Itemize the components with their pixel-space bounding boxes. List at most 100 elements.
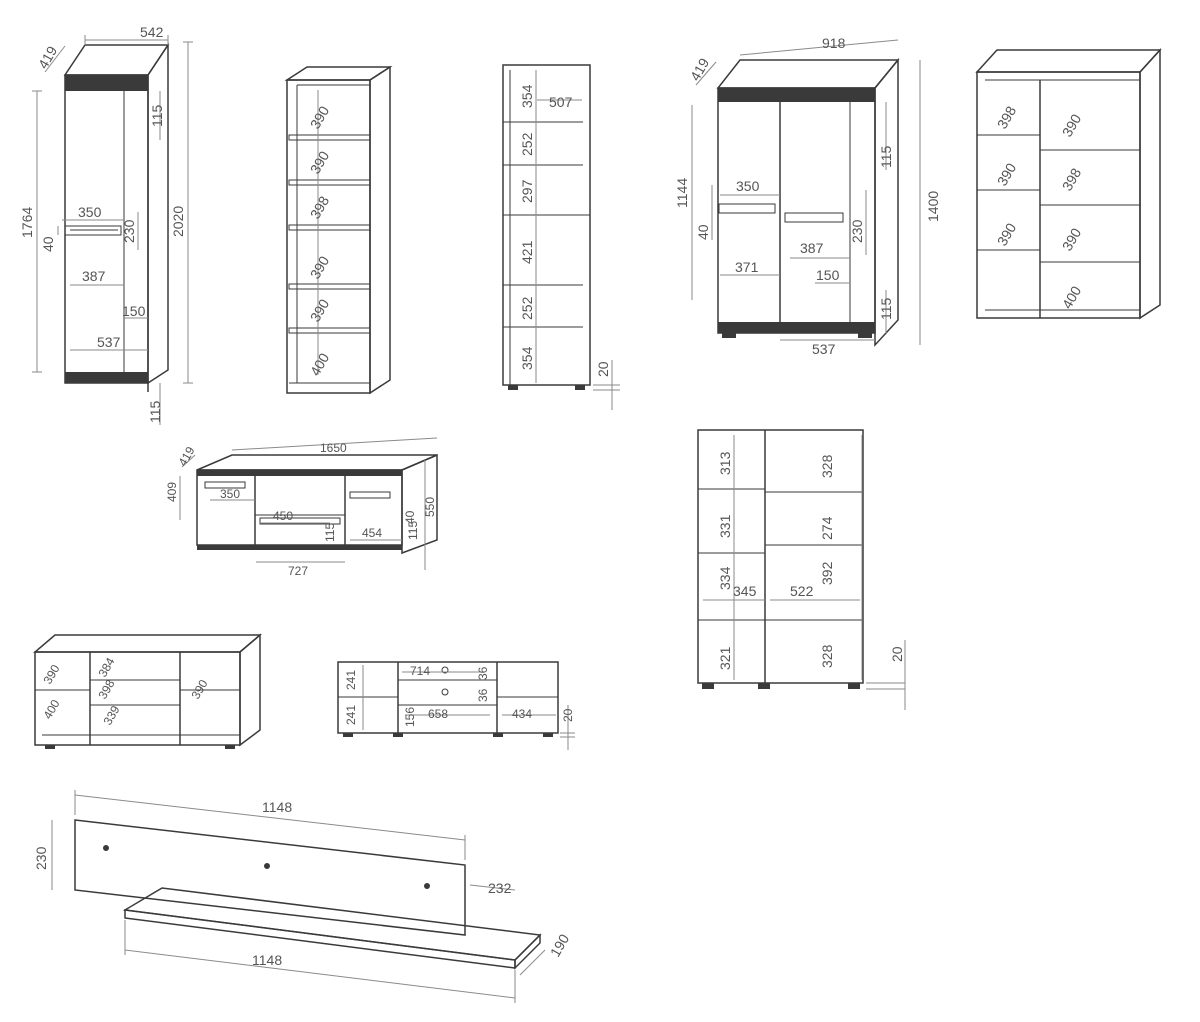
tall-cabinet-handle [64, 225, 122, 236]
dresser-right-1: 328 [819, 454, 835, 478]
dresser-left-width-label: 345 [733, 583, 757, 599]
shelf-4 [288, 283, 371, 290]
wall-panel-offset-label: 232 [488, 880, 512, 896]
tall-cabinet-door-height-label: 1764 [19, 207, 35, 238]
tall-cabinet-handle-height-label: 40 [40, 236, 56, 252]
tall-cabinet-top-gap-label: 115 [149, 104, 165, 127]
tv-front-feet: 20 [561, 708, 575, 722]
shelf-unit-spacing-5: 390 [307, 296, 333, 324]
tall-cabinet-dimensions [32, 35, 193, 425]
highboard-base-height-label: 115 [878, 297, 894, 320]
tv-unit-height-label: 550 [423, 497, 437, 517]
highboard-height-label: 1400 [925, 191, 941, 222]
wall-panel-width-label: 1148 [262, 799, 292, 815]
narrow-cabinet-feet-label: 20 [595, 361, 611, 377]
tv-open-spacing-5: 339 [100, 703, 122, 728]
tall-cabinet-side [147, 42, 169, 385]
tv-unit-open [32, 633, 263, 749]
tv-unit-front-dimensions [362, 665, 575, 750]
highboard-door-width-label: 387 [800, 240, 824, 256]
dresser-left-4: 321 [717, 646, 733, 670]
dresser-open [697, 429, 864, 689]
tall-cabinet-side-gap-label: 150 [122, 303, 146, 319]
tv-front-top-width: 714 [410, 664, 430, 678]
narrow-cabinet-dimensions [535, 70, 620, 410]
tall-cabinet-handle-offset-label: 230 [121, 219, 137, 243]
tv-unit-front-height-label: 409 [165, 482, 179, 502]
tv-open-spacing-3: 384 [95, 655, 117, 680]
narrow-spacing-6: 354 [519, 346, 535, 370]
tv-front-inner-height: 156 [403, 707, 417, 727]
highboard-top [716, 59, 900, 89]
tv-unit-side-width-label: 454 [362, 526, 382, 540]
dresser-feet-label: 20 [889, 646, 905, 662]
tall-cabinet-base-band [65, 372, 148, 383]
shelf-unit-top [284, 66, 393, 81]
tv-unit-handle-length-label: 350 [220, 487, 240, 501]
highboard-open-side [1139, 48, 1161, 320]
tall-cabinet-inner-width-label: 537 [97, 334, 121, 350]
narrow-spacing-2: 252 [519, 132, 535, 156]
tv-unit-top [196, 454, 438, 471]
highboard-open-left-3: 390 [994, 220, 1020, 248]
wall-dimensions [51, 790, 546, 1003]
wall-panel-body [74, 819, 466, 936]
highboard-open-top [975, 49, 1162, 73]
wall-shelf [122, 887, 542, 970]
highboard [716, 57, 900, 347]
tv-front-height-2: 241 [344, 705, 358, 725]
narrow-spacing-3: 297 [519, 179, 535, 203]
tv-open-front [34, 651, 241, 746]
dresser-body [697, 429, 864, 684]
tv-open-spacing-6: 390 [188, 677, 210, 702]
dresser-right-2: 274 [819, 516, 835, 540]
highboard-open-left-1: 398 [994, 103, 1020, 131]
highboard-open-right-3: 390 [1059, 225, 1085, 253]
dresser-right-4: 328 [819, 644, 835, 668]
tv-open-spacing-4: 398 [95, 677, 117, 702]
shelf-unit-spacing-1: 390 [307, 103, 333, 131]
tall-shelf-unit [284, 65, 393, 395]
highboard-right-handle [784, 212, 844, 223]
tv-unit-handle-gap-label: 115 [323, 523, 337, 542]
highboard-open-right-2: 398 [1059, 165, 1085, 193]
tv-unit-width-label: 1650 [320, 441, 347, 455]
wall-panel-hole-2 [264, 863, 270, 869]
dresser-left-3: 334 [717, 566, 733, 590]
tv-open-top [32, 634, 263, 653]
tv-front-drawer-gap: 36 [476, 666, 490, 680]
highboard-top-band [718, 88, 875, 102]
highboard-dimensions [691, 39, 921, 345]
tv-unit-dimensions [179, 437, 438, 570]
tall-cabinet-height-label: 2020 [170, 206, 186, 237]
tall-cabinet-width-label: 542 [140, 24, 164, 40]
dresser-right-3: 392 [819, 561, 835, 585]
highboard-handle-length-label: 350 [736, 178, 760, 194]
wall-panel-hole-3 [424, 883, 430, 889]
tall-cabinet-door-width-label: 387 [82, 268, 106, 284]
tall-cabinet-handle-length-label: 350 [78, 204, 102, 220]
narrow-cabinet-foot-right [575, 385, 585, 390]
tv-unit-handle-height-label: 40 [403, 510, 417, 524]
wall-shelf-depth-label: 190 [547, 931, 573, 959]
wall-shelf-top [122, 887, 542, 961]
highboard-inner-width-label: 537 [812, 341, 836, 357]
tv-unit-drawer-handle-label: 450 [273, 509, 293, 523]
shelf-3 [288, 224, 371, 231]
wall-panel-height-label: 230 [33, 846, 49, 870]
shelf-unit-spacing-3: 398 [307, 193, 333, 221]
wall-panel-hole-1 [103, 845, 109, 851]
tv-unit-front [337, 661, 559, 737]
tv-open-spacing-1: 390 [40, 662, 62, 687]
wall-shelf-end [514, 933, 541, 970]
highboard-open [975, 48, 1162, 320]
narrow-cabinet-width-label: 507 [549, 94, 573, 110]
shelf-unit-front [286, 79, 371, 394]
shelf-unit-spacing-6: 400 [307, 350, 333, 378]
shelf-unit-spacing-2: 390 [307, 148, 333, 176]
tv-open-side [239, 633, 261, 747]
dresser-right-width-label: 522 [790, 583, 814, 599]
narrow-cabinet [502, 64, 591, 390]
shelf-1 [288, 134, 371, 141]
wall-shelf-width-label: 1148 [252, 952, 282, 968]
